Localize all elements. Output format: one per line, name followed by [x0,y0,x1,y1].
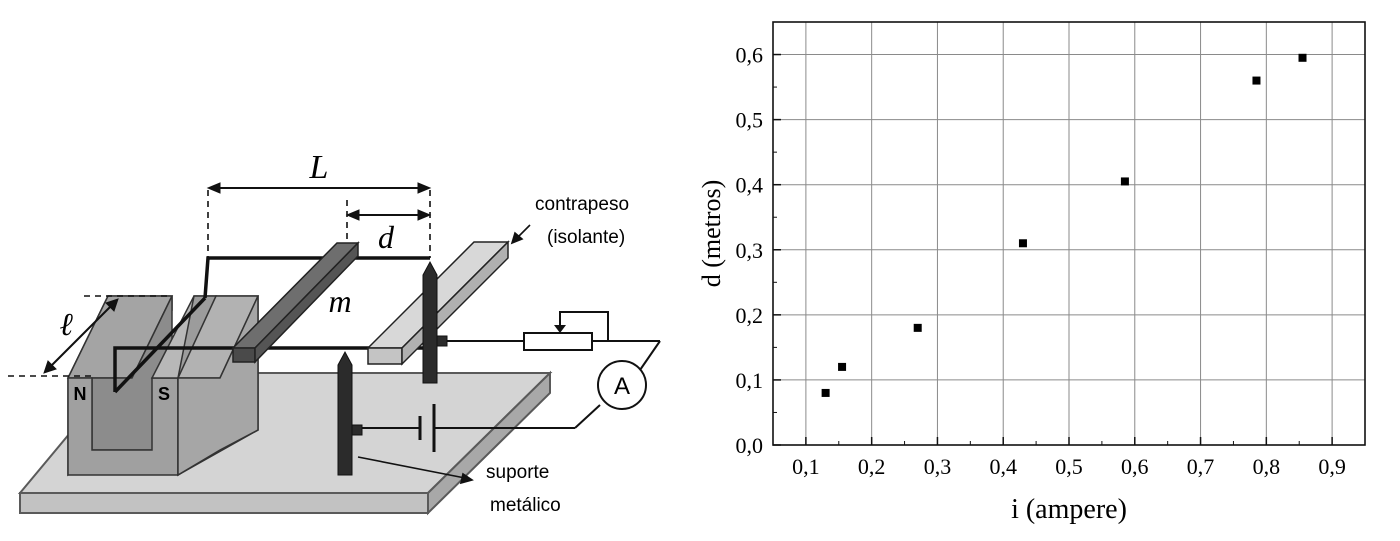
dimension-d [345,200,432,243]
chart-grid [773,22,1365,446]
y-tick-label: 0,5 [736,108,764,133]
label-isolante: (isolante) [547,227,625,248]
ammeter: A [597,360,647,410]
circuit-wires [362,311,661,429]
label-m: m [328,283,351,319]
x-tick-label: 0,6 [1121,454,1149,479]
data-point [1120,177,1129,186]
dimension-L [206,182,432,258]
x-tick-label: 0,5 [1055,454,1083,479]
x-tick-label: 0,4 [989,454,1017,479]
metal-supports [337,260,448,476]
label-metalico: metálico [490,495,561,516]
y-tick-label: 0,1 [736,368,764,393]
data-point [1018,239,1027,248]
data-point [1298,53,1307,62]
dimension-ell [8,295,172,377]
data-point [913,323,922,332]
x-tick-label: 0,1 [792,454,820,479]
label-contrapeso: contrapeso [535,194,629,215]
y-tick-label: 0,0 [736,433,764,458]
apparatus-diagram: A L d m ℓ N S contrapeso (isolante) supo… [8,149,661,516]
data-point [1252,76,1261,85]
ammeter-label: A [614,373,630,400]
label-S: S [158,384,170,404]
data-point [821,388,830,397]
y-tick-label: 0,3 [736,238,764,263]
chart-ticks: 0,1 0,2 0,3 0,4 0,5 0,6 0,7 0,8 0,9 0,0 0,1 0,2 0,3 0… [736,21,1366,479]
x-tick-label: 0,2 [858,454,886,479]
label-L: L [309,149,329,186]
x-tick-label: 0,9 [1318,454,1346,479]
chart-points [821,53,1307,397]
x-tick-label: 0,3 [924,454,952,479]
x-axis-label: i (ampere) [1011,494,1127,525]
y-tick-label: 0,2 [736,303,764,328]
y-axis-label: d (metros) [700,180,726,288]
rod-m [231,241,360,364]
magnet [66,295,260,477]
annotation-arrows [357,224,531,485]
label-ell: ℓ [59,306,73,342]
y-tick-label: 0,4 [736,173,764,198]
rheostat [523,325,593,351]
battery [418,404,436,452]
x-tick-label: 0,8 [1253,454,1281,479]
label-suporte: suporte [486,462,549,483]
scatter-chart: 0,1 0,2 0,3 0,4 0,5 0,6 0,7 0,8 0,9 0,0 0,1 0,2 0,3 0… [700,21,1366,525]
label-N: N [74,384,87,404]
label-d: d [378,219,395,255]
y-tick-label: 0,6 [736,43,764,68]
x-tick-label: 0,7 [1187,454,1215,479]
data-point [838,362,847,371]
